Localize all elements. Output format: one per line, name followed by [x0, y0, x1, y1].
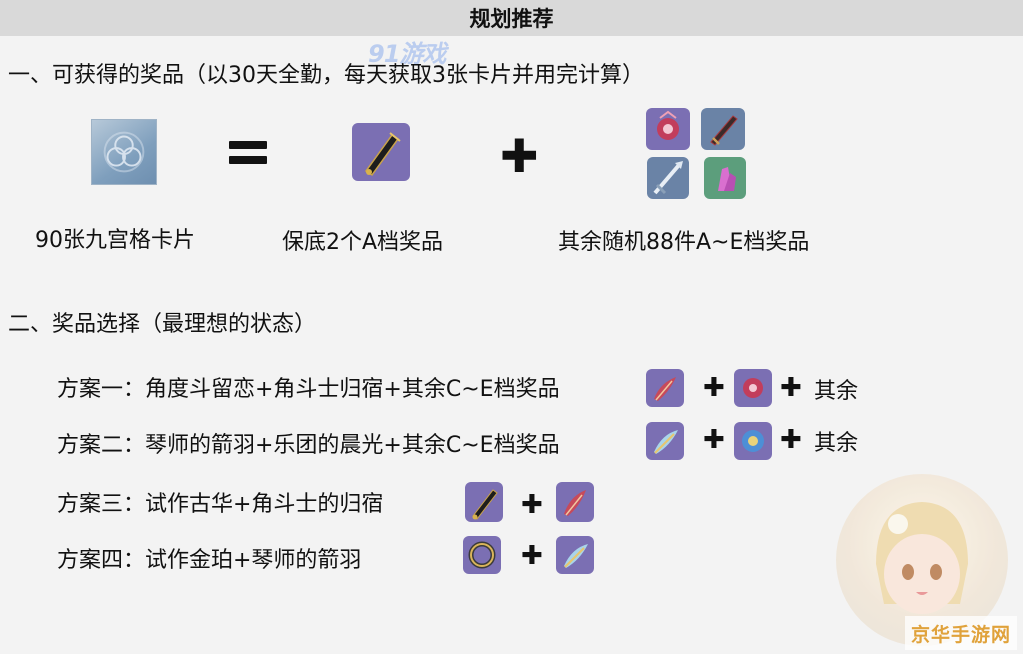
plan-2-label: 方案二：琴师的箭羽+乐团的晨光+其余C~E档奖品	[57, 433, 560, 458]
guarantee-label: 保底2个A档奖品	[282, 230, 444, 255]
claymore-icon	[352, 123, 410, 181]
nine-grid-card-icon	[91, 119, 157, 185]
plan-2-rest: 其余	[814, 431, 859, 456]
equals-icon	[229, 141, 267, 165]
section-2-title: 二、奖品选择（最理想的状态）	[8, 312, 317, 337]
artifact-flower-icon	[734, 369, 772, 407]
polearm-icon	[647, 157, 689, 199]
plus-icon: ✚	[703, 373, 725, 403]
plus-icon: ✚	[780, 373, 802, 403]
plus-icon: ✚	[521, 490, 543, 520]
plan-1-label: 方案一：角度斗留恋+角斗士归宿+其余C~E档奖品	[57, 377, 560, 402]
plan-3-label: 方案三：试作古华+角斗士的归宿	[57, 492, 384, 517]
crystal-icon	[704, 157, 746, 199]
arrow-feather-icon	[556, 536, 594, 574]
artifact-flower-icon	[646, 108, 690, 150]
golden-ring-icon	[463, 536, 501, 574]
page-title: 规划推荐	[469, 7, 554, 31]
plus-icon: ✚	[500, 129, 539, 183]
claymore-icon	[465, 482, 503, 522]
plus-icon: ✚	[521, 541, 543, 571]
arrow-feather-icon	[646, 422, 684, 460]
plan-4-label: 方案四：试作金珀+琴师的箭羽	[57, 548, 362, 573]
plan-1-rest: 其余	[814, 379, 859, 404]
plus-icon: ✚	[703, 425, 725, 455]
site-watermark: 91游戏	[368, 40, 446, 68]
artifact-plume-icon	[646, 369, 684, 407]
page-header: 规划推荐	[0, 0, 1023, 36]
plus-icon: ✚	[780, 425, 802, 455]
card-count-label: 90张九宫格卡片	[35, 228, 195, 253]
sword-icon	[701, 108, 745, 150]
artifact-plume-icon	[556, 482, 594, 522]
site-logo: 京华手游网	[905, 616, 1017, 650]
random-prize-label: 其余随机88件A~E档奖品	[558, 230, 810, 255]
blue-flower-icon	[734, 422, 772, 460]
section-1-title: 一、可获得的奖品（以30天全勤，每天获取3张卡片并用完计算）	[8, 63, 644, 88]
